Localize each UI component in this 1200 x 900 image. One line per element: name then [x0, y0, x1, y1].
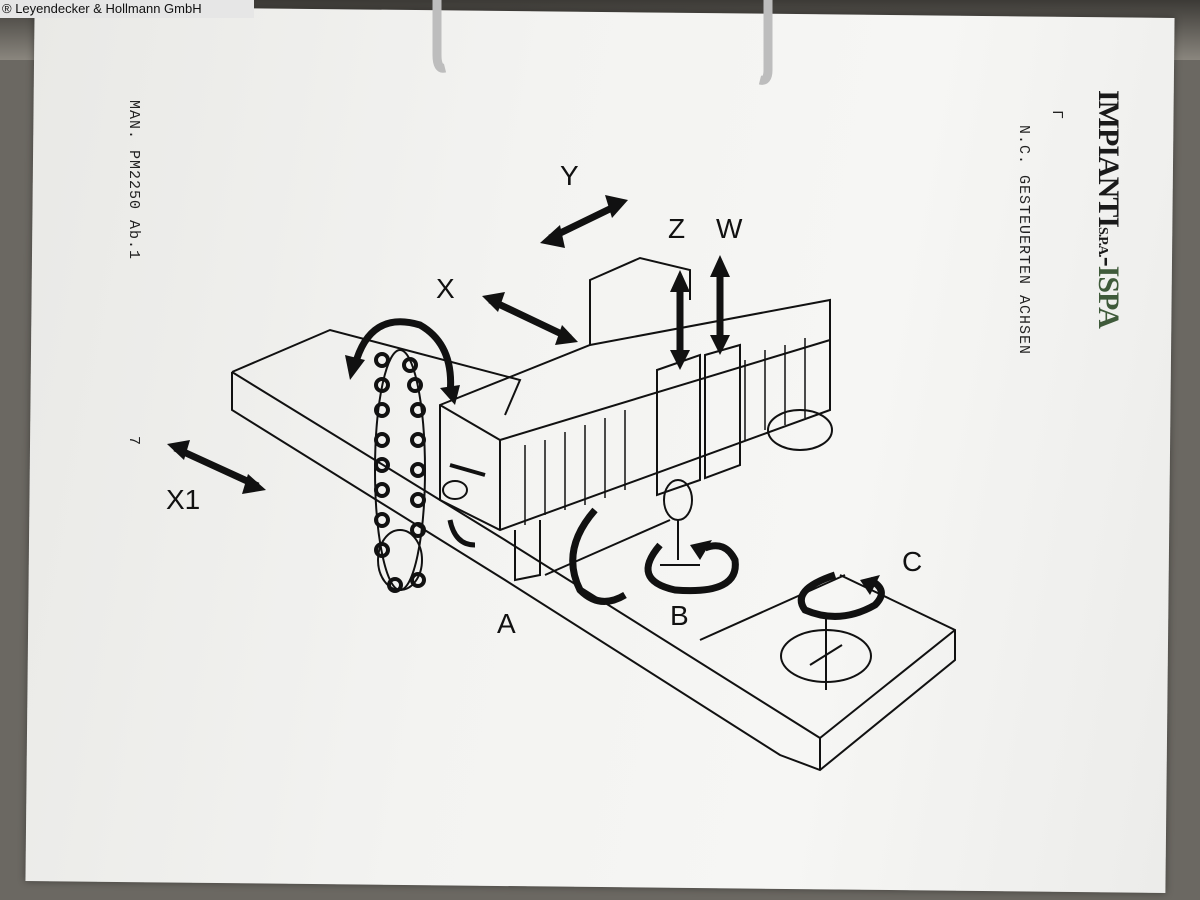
- counterweight-drum: [767, 409, 833, 451]
- document-title: N.C. GESTEUERTEN ACHSEN: [1015, 125, 1032, 356]
- machine-bed: [231, 328, 956, 772]
- beam-support: [514, 520, 541, 582]
- a-axis-rotation-arrow: [569, 507, 627, 605]
- copyright-watermark: ® Leyendecker & Hollmann GmbH: [0, 0, 254, 18]
- binder-rings: [432, 0, 773, 85]
- tool-pocket: [374, 352, 426, 593]
- corner-mark: Γ: [1048, 110, 1065, 120]
- manual-reference: MAN. PM2250 Ab.1: [125, 100, 142, 261]
- w-slide: [704, 343, 741, 480]
- axis-label-a: A: [497, 608, 516, 639]
- logo-separator: -: [1092, 256, 1125, 266]
- logo-sub: ISPA: [1092, 265, 1125, 328]
- spindle-head: [663, 479, 693, 521]
- axis-label-x: X: [436, 273, 455, 304]
- column: [589, 256, 691, 345]
- axis-label-z: Z: [668, 213, 686, 244]
- tool-changer: [442, 480, 468, 500]
- cross-beam: [439, 298, 831, 532]
- b-axis-rotation-arrow: [644, 542, 739, 595]
- axis-label-c: C: [902, 546, 923, 577]
- axis-label-b: B: [670, 600, 689, 631]
- axis-label-w: W: [716, 213, 743, 244]
- c-axis-rotation-arrow: [797, 571, 885, 620]
- binder-ring-right: [758, 0, 773, 85]
- axis-label-x1: X1: [166, 484, 201, 515]
- table-line: [544, 519, 671, 576]
- binder-ring-left: [432, 0, 447, 73]
- x-axis-arrow: [488, 296, 572, 342]
- axis-label-y: Y: [560, 160, 579, 191]
- company-logo: IMPIANTIS.P.A.-ISPA: [1091, 90, 1125, 328]
- x1-axis-arrow: [173, 444, 260, 490]
- logo-suffix: S.P.A.: [1095, 227, 1110, 257]
- table-line: [699, 574, 846, 641]
- logo-brand: IMPIANTI: [1092, 90, 1125, 228]
- page-number: 7: [125, 436, 142, 446]
- magazine-rotation-arrow: [351, 318, 455, 396]
- z-slide: [656, 353, 701, 497]
